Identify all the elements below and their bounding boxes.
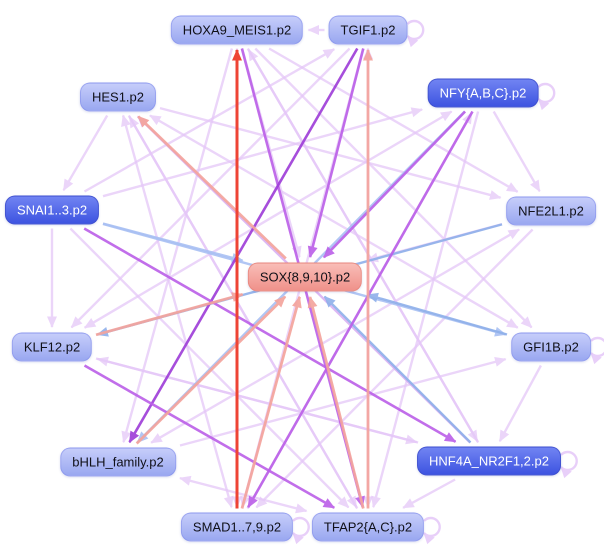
edge-hnf4a-nr2f-to-klf12 [96, 356, 419, 444]
edge-tgif1-to-sox-8-9-10 [307, 48, 365, 258]
self-loop-tgif1 [406, 19, 425, 48]
node-gfi1b[interactable]: GFI1B.p2 [511, 332, 591, 362]
edge-hnf4a-nr2f-to-hoxa9-meis1 [247, 48, 480, 444]
edge-tfap2-ac-to-hes1 [128, 115, 359, 510]
node-nfe2l1[interactable]: NFE2L1.p2 [506, 196, 596, 226]
node-nfy-abc[interactable]: NFY{A,B,C}.p2 [427, 78, 539, 108]
node-bhlh-family[interactable]: bHLH_family.p2 [60, 447, 176, 477]
edge-nfe2l1-to-bhlh-family [150, 228, 520, 444]
edge-sox-8-9-10-to-hes1 [137, 115, 287, 260]
node-snai1-3[interactable]: SNAI1..3.p2 [4, 195, 100, 225]
edge-nfy-abc-to-sox-8-9-10 [322, 110, 467, 259]
edge-bhlh-family-to-sox-8-9-10 [135, 295, 287, 445]
edge-hes1-to-nfe2l1 [159, 106, 502, 200]
edge-snai1-3-to-hnf4a-nr2f [83, 227, 457, 443]
edge-snai1-3-to-sox-8-9-10 [102, 222, 244, 263]
edge-hes1-to-gfi1b [149, 114, 519, 329]
edge-bhlh-family-to-tfap2-ac [179, 475, 308, 514]
edge-gfi1b-to-hnf4a-nr2f [498, 364, 542, 443]
edge-nfy-abc-to-nfe2l1 [492, 110, 541, 193]
edge-hes1-to-snai1-3 [62, 114, 109, 192]
edge-smad1-7-9-to-sox-8-9-10 [240, 295, 302, 509]
edge-klf12-to-tfap2-ac [83, 364, 336, 509]
node-hoxa9-meis1[interactable]: HOXA9_MEIS1.p2 [170, 15, 304, 45]
self-loop-smad1-7-9 [292, 516, 310, 545]
self-loop-gfi1b [590, 336, 604, 365]
edge-hnf4a-nr2f-to-tfap2-ac [402, 478, 456, 509]
node-sox-8-9-10[interactable]: SOX{8,9,10}.p2 [247, 262, 363, 292]
edge-tgif1-to-bhlh-family [128, 47, 359, 444]
node-hes1[interactable]: HES1.p2 [79, 82, 157, 112]
edge-klf12-to-sox-8-9-10 [95, 292, 244, 337]
edge-snai1-3-to-tgif1 [83, 48, 336, 193]
edge-nfy-abc-to-smad1-7-9 [247, 110, 474, 509]
edge-tfap2-ac-to-sox-8-9-10 [307, 296, 365, 509]
edge-bhlh-family-to-gfi1b [179, 356, 507, 447]
self-loop-nfy-abc [537, 82, 556, 111]
node-smad1-7-9[interactable]: SMAD1..7,9.p2 [180, 512, 294, 542]
self-loop-tfap2-ac [423, 516, 441, 545]
edge-gfi1b-to-sox-8-9-10 [366, 292, 508, 336]
self-loop-hnf4a-nr2f [560, 450, 578, 479]
edge-hnf4a-nr2f-to-sox-8-9-10 [323, 295, 472, 444]
node-tgif1[interactable]: TGIF1.p2 [328, 15, 408, 45]
node-tfap2-ac[interactable]: TFAP2{A,C}.p2 [311, 512, 425, 542]
node-klf12[interactable]: KLF12.p2 [11, 332, 93, 362]
node-hnf4a-nr2f[interactable]: HNF4A_NR2F1,2.p2 [417, 446, 561, 476]
